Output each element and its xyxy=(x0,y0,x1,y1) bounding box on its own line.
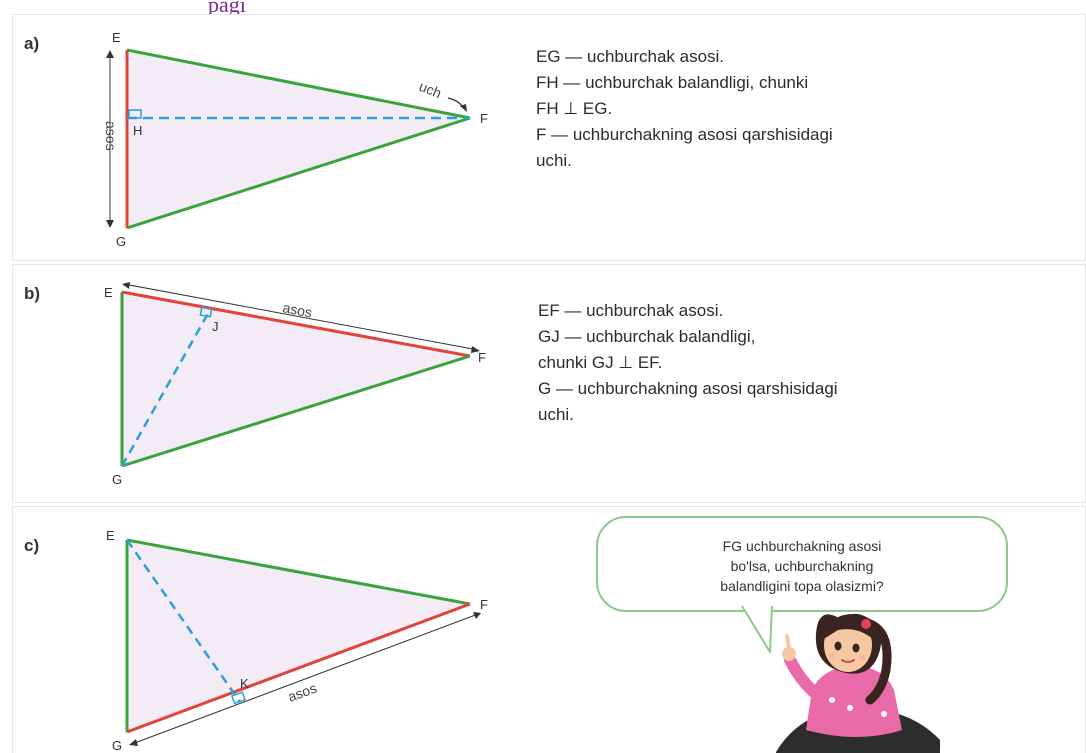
right-angle-j xyxy=(199,306,213,318)
description-b-line-4: G — uchburchakning asosi qarshisidagi xyxy=(538,379,838,398)
height-ek xyxy=(125,539,242,703)
vertex-pointer-arrow-icon xyxy=(460,104,467,112)
side-ef xyxy=(126,48,471,120)
base-label-b: asos xyxy=(281,299,313,320)
base-ef xyxy=(121,290,471,358)
description-a-line-3: FH ⊥ EG. xyxy=(536,99,613,118)
point-e-a: E xyxy=(112,30,121,45)
base-label-a: asos xyxy=(103,121,119,151)
point-g-b: G xyxy=(112,472,122,487)
side-ef-c xyxy=(126,538,471,606)
part-a-label: a) xyxy=(24,34,40,53)
side-fg xyxy=(126,116,471,230)
part-b-label: b) xyxy=(24,284,41,303)
description-a-line-5: uchi. xyxy=(536,151,572,170)
point-e-c: E xyxy=(106,528,115,543)
point-j-b: J xyxy=(212,319,219,334)
speech-bubble: FG uchburchakning asosi bo'lsa, uchburch… xyxy=(596,516,1008,612)
description-b: EF — uchburchak asosi. GJ — uchburchak b… xyxy=(538,298,838,428)
arrow-right-up-icon xyxy=(473,612,481,619)
speech-bubble-line-2: bo'lsa, uchburchakning xyxy=(730,558,874,574)
arrow-left-down-icon xyxy=(129,739,138,746)
triangle-efg-fill xyxy=(127,50,470,228)
arrow-left-icon xyxy=(122,282,130,289)
page-link-fragment[interactable]: pagi xyxy=(208,0,246,17)
description-a: EG — uchburchak asosi. FH — uchburchak b… xyxy=(536,44,833,174)
speech-bubble-line-1: FG uchburchakning asosi xyxy=(722,538,882,554)
base-dimension-line-b xyxy=(123,283,479,351)
side-fg-b xyxy=(121,354,471,468)
description-b-line-5: uchi. xyxy=(538,405,574,424)
point-f-c: F xyxy=(480,597,488,612)
base-fg xyxy=(126,602,471,734)
point-e-b: E xyxy=(104,285,113,300)
base-dimension-line-c xyxy=(131,613,479,745)
description-b-line-3: chunki GJ ⊥ EF. xyxy=(538,353,663,372)
description-a-line-4: F — uchburchakning asosi qarshisidagi xyxy=(536,125,833,144)
point-g-a: G xyxy=(116,234,126,249)
right-angle-k xyxy=(230,691,246,705)
description-a-line-1: EG — uchburchak asosi. xyxy=(536,47,725,66)
description-b-line-1: EF — uchburchak asosi. xyxy=(538,301,724,320)
description-a-line-2: FH — uchburchak balandligi, chunki xyxy=(536,73,809,92)
point-k-c: K xyxy=(240,676,249,691)
point-f-b: F xyxy=(478,350,486,365)
point-f-a: F xyxy=(480,111,488,126)
right-angle-h xyxy=(128,109,142,119)
arrow-up-icon xyxy=(106,50,114,58)
speech-bubble-line-3: balandligini topa olasizmi? xyxy=(720,578,884,594)
arrow-right-icon xyxy=(471,346,480,353)
description-b-line-2: GJ — uchburchak balandligi, xyxy=(538,327,756,346)
part-c-label: c) xyxy=(24,536,40,555)
vertex-label-a: uch xyxy=(417,78,444,101)
triangle-efg-fill-b xyxy=(122,292,470,466)
point-h-a: H xyxy=(133,123,142,138)
speech-bubble-text: FG uchburchakning asosi bo'lsa, uchburch… xyxy=(598,536,1006,596)
arrow-down-icon xyxy=(106,220,114,228)
point-g-c: G xyxy=(112,738,122,753)
